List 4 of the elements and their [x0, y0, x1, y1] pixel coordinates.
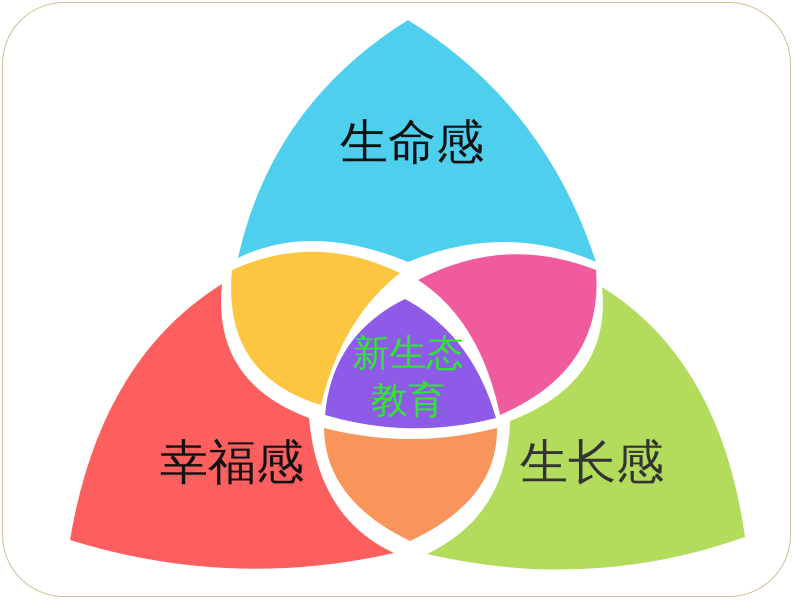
region-label: 新生态教育: [352, 330, 464, 424]
region-label: 生长感: [520, 436, 664, 490]
region-label: 幸福感: [160, 436, 304, 490]
region-label: 生命感: [340, 116, 484, 170]
